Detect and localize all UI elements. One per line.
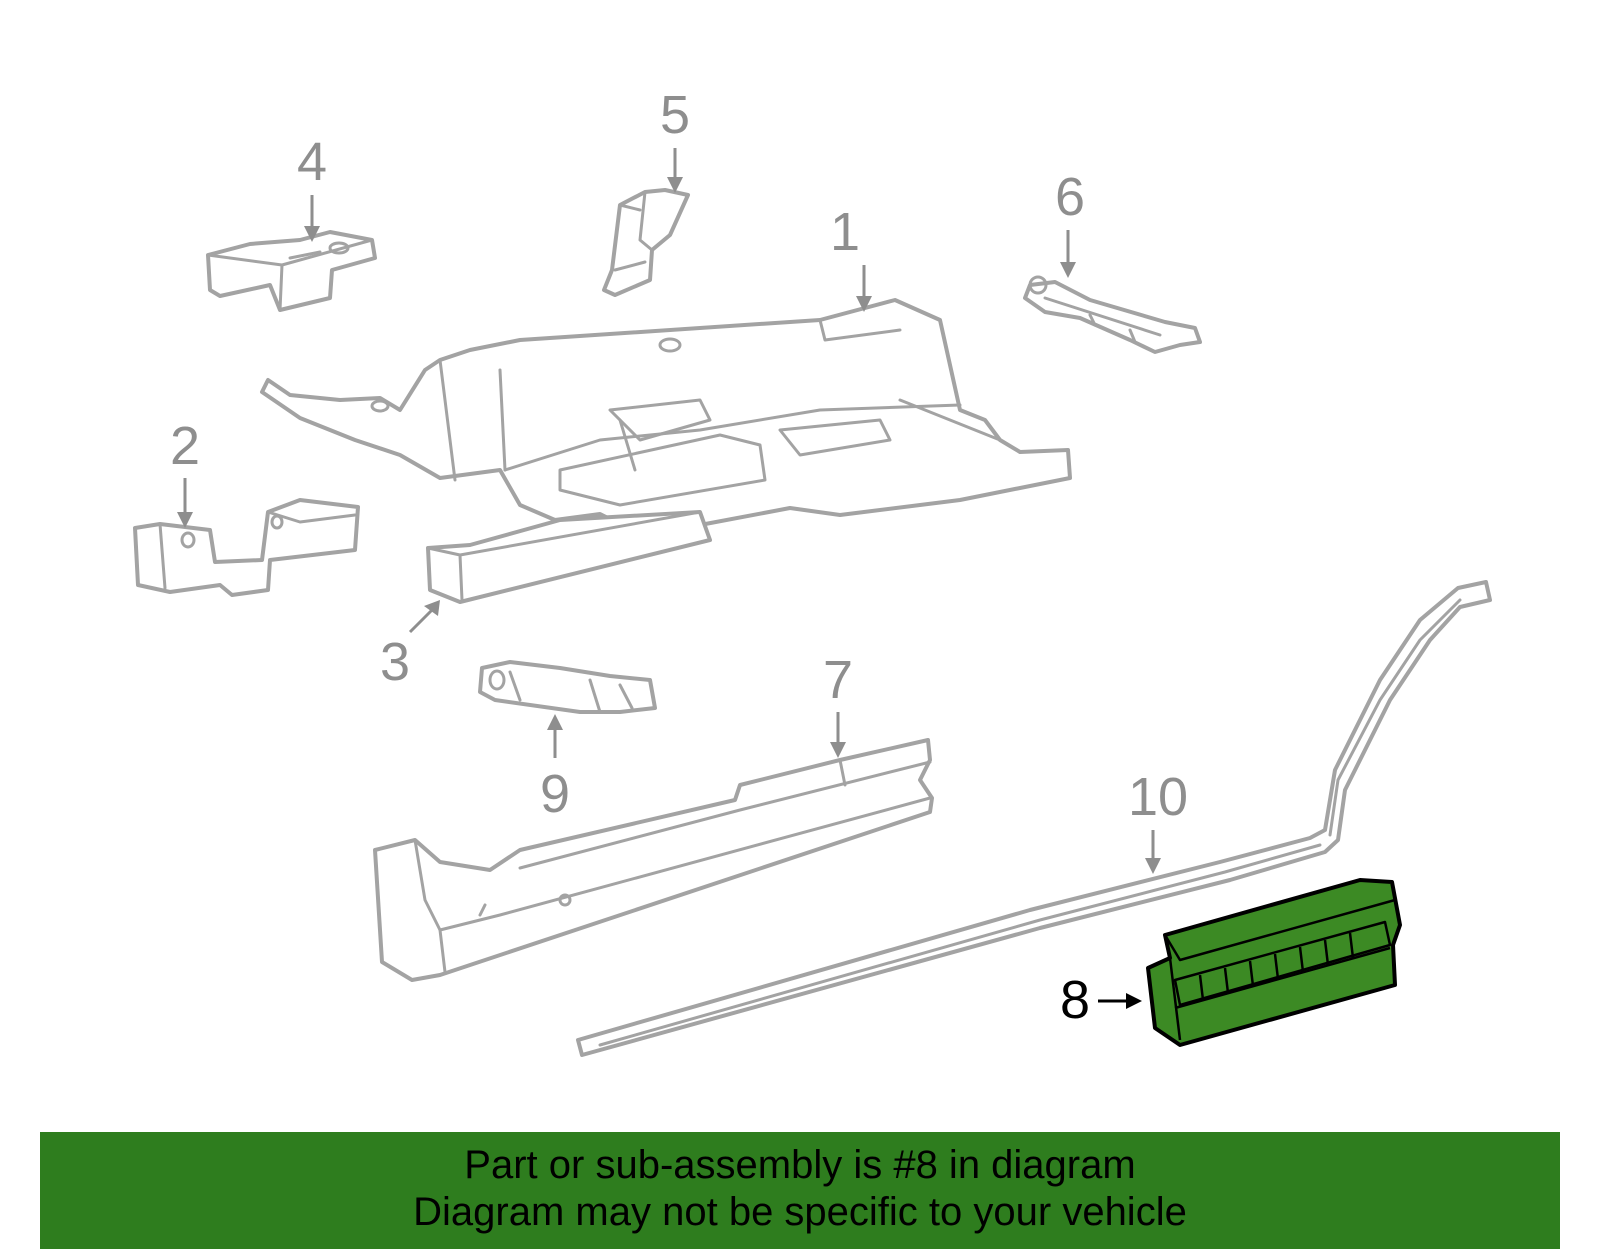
callout-8-label: 8 [1060,970,1090,1030]
callout-7: 7 [823,650,853,758]
callout-1-label: 1 [830,202,860,262]
callout-10: 10 [1128,767,1188,874]
part-9-bracket[interactable] [478,660,657,714]
callout-3-label: 3 [380,632,410,692]
callout-5-label: 5 [660,85,690,145]
callout-4: 4 [297,132,327,242]
callout-9: 9 [540,714,570,824]
banner-line-2: Diagram may not be specific to your vehi… [413,1190,1187,1234]
part-10-molding[interactable] [576,580,1492,1057]
callout-3: 3 [380,600,440,692]
callout-6-label: 6 [1055,167,1085,227]
callout-8: 8 [1060,970,1142,1030]
part-5-bracket[interactable] [602,188,690,297]
callout-2: 2 [170,416,200,528]
callout-4-label: 4 [297,132,327,192]
callout-9-label: 9 [540,764,570,824]
callout-6: 6 [1055,167,1085,278]
callout-10-label: 10 [1128,767,1188,827]
callout-1: 1 [830,202,872,312]
part-6-bracket[interactable] [1023,275,1202,354]
banner-line-1: Part or sub-assembly is #8 in diagram [464,1143,1136,1187]
callout-7-label: 7 [823,650,853,710]
part-8-vent-grille[interactable] [1146,878,1402,1047]
part-1-floor-pan[interactable] [260,298,1072,536]
part-3-rocker-extension[interactable] [426,510,712,604]
part-4-bracket[interactable] [206,230,377,312]
part-7-rocker-panel[interactable] [373,738,934,982]
callout-5: 5 [660,85,690,193]
callout-2-label: 2 [170,416,200,476]
info-banner: Part or sub-assembly is #8 in diagram Di… [40,1132,1560,1249]
part-2-bracket[interactable] [133,498,360,597]
